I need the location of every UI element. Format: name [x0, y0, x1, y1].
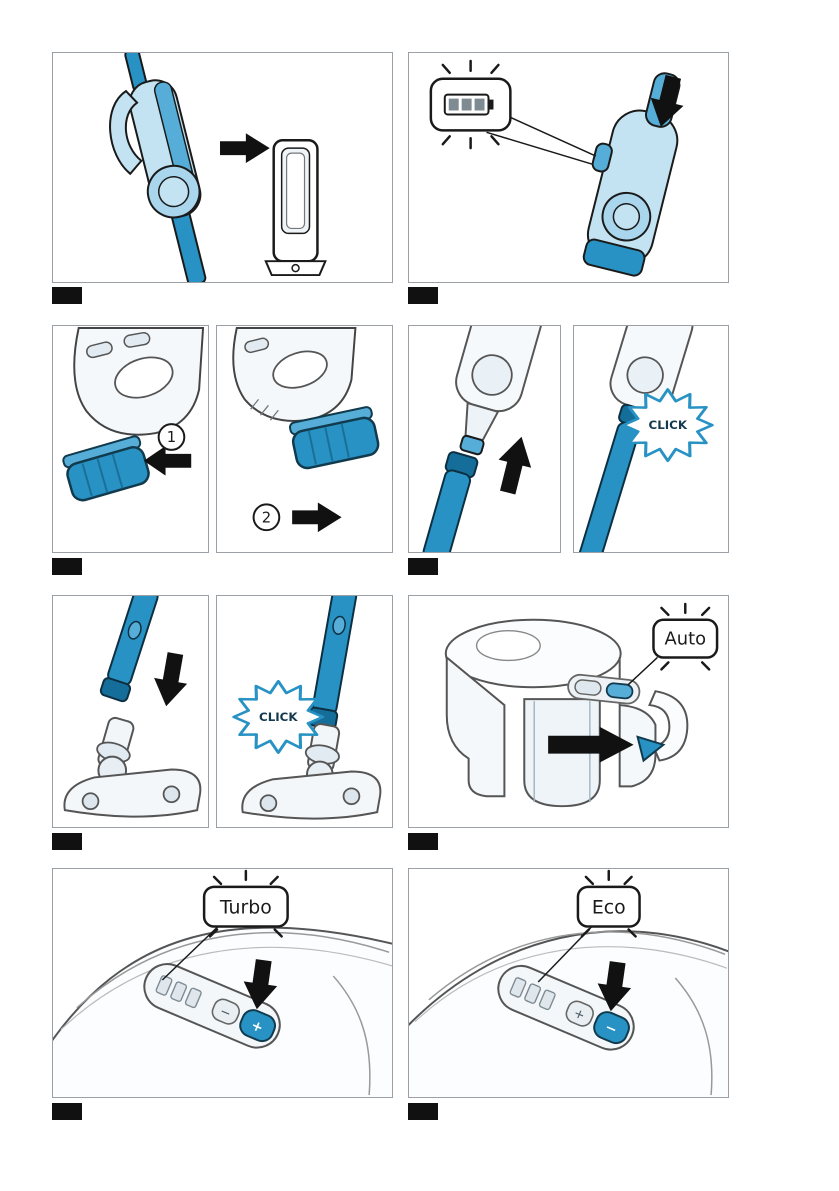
- panel-battery-indicator: [408, 52, 729, 283]
- panel-battery-release-step2: 2: [216, 325, 393, 553]
- arrow-right-icon: [220, 133, 270, 164]
- illustration-battery-indicator: [429, 59, 684, 277]
- step-badge-8: [408, 1103, 438, 1120]
- control-panel: + −: [497, 965, 635, 1051]
- handle-loop: [109, 89, 143, 176]
- battery-blink-callout: [429, 59, 597, 165]
- button-minus-active: −: [593, 1011, 630, 1045]
- click-label: CLICK: [259, 710, 298, 724]
- step-number: 2: [262, 509, 271, 526]
- illustration-battery-release-1: 1: [62, 326, 205, 502]
- turbo-blink-callout: Turbo: [161, 869, 289, 981]
- handheld-body: [73, 326, 205, 436]
- click-burst: CLICK: [232, 680, 325, 754]
- illustration-dock: [109, 53, 327, 282]
- button-plus-active: +: [239, 1009, 277, 1043]
- panel-nozzle-attach: [52, 595, 209, 828]
- handheld-body: [232, 326, 357, 422]
- panel-eco-mode: + − Eco: [408, 868, 729, 1098]
- minus-label: −: [217, 1004, 233, 1022]
- blink-rays: [208, 869, 283, 938]
- control-buttons: [567, 673, 641, 705]
- panel-battery-release-step1: 1: [52, 325, 209, 553]
- illustration-nozzle-click: CLICK: [232, 596, 382, 820]
- eco-blink-callout: Eco: [537, 869, 641, 983]
- slot-hatch: [250, 398, 279, 421]
- panel-auto-mode: Auto: [408, 595, 729, 828]
- suction-tube: [99, 596, 159, 703]
- step-circle-2: 2: [252, 503, 281, 532]
- panel-tube-click: CLICK: [573, 325, 729, 553]
- illustration-auto-mode: Auto: [444, 602, 719, 808]
- step-badge-1: [52, 287, 82, 304]
- plus-label: +: [249, 1017, 266, 1036]
- illustration-battery-release-2: 2: [232, 326, 380, 533]
- arrow-up-icon: [498, 436, 532, 495]
- click-label: CLICK: [649, 418, 688, 432]
- step-badge-2: [408, 287, 438, 304]
- panel-turbo-mode: − + Turbo: [52, 868, 393, 1098]
- step-badge-5: [52, 833, 82, 850]
- illustration-tube-click: CLICK: [577, 326, 714, 552]
- arrow-left-icon: [143, 445, 192, 476]
- button-minus: −: [211, 998, 240, 1025]
- auto-blink-callout: Auto: [627, 602, 719, 686]
- illustration-nozzle-attach: [63, 596, 202, 818]
- illustration-tube-attach: [422, 326, 543, 552]
- arrow-down-icon: [650, 74, 684, 127]
- battery-pack: [62, 435, 150, 502]
- illustration-eco-mode: + − Eco: [409, 869, 728, 1097]
- step-circle-1: 1: [157, 423, 186, 451]
- eco-label: Eco: [592, 898, 626, 919]
- control-panel: − +: [143, 963, 281, 1049]
- battery-icon: [443, 93, 494, 116]
- auto-label: Auto: [665, 629, 707, 650]
- power-trigger: [636, 735, 666, 763]
- step-badge-6: [408, 833, 438, 850]
- minus-label: −: [602, 1019, 619, 1038]
- blink-rays: [660, 602, 711, 671]
- arrow-right-icon: [292, 502, 342, 533]
- step-badge-3: [52, 558, 82, 575]
- handheld-assembled: [577, 326, 694, 552]
- blink-rays: [580, 869, 637, 938]
- panel-place-handheld-in-dock: [52, 52, 393, 283]
- arrow-down-icon: [597, 961, 632, 1012]
- turbo-label: Turbo: [219, 897, 272, 919]
- handheld-bottom: [455, 326, 543, 456]
- panel-tube-attach: [408, 325, 561, 553]
- arrow-down-icon: [243, 959, 278, 1010]
- step-badge-4: [408, 558, 438, 575]
- floor-nozzle: [63, 716, 202, 818]
- step-number: 1: [167, 429, 176, 446]
- arrow-right-icon: [548, 726, 634, 763]
- floor-nozzle: [241, 723, 382, 820]
- click-burst: CLICK: [621, 388, 714, 463]
- suction-tube: [422, 451, 479, 552]
- arrow-down-icon: [154, 652, 188, 707]
- suction-tube: [307, 596, 358, 730]
- handheld-vacuum: [109, 53, 207, 282]
- battery-pack: [288, 406, 380, 470]
- charging-dock: [264, 138, 327, 277]
- vacuum-body: [444, 618, 689, 808]
- illustration-turbo-mode: − + Turbo: [53, 869, 392, 1097]
- plus-label: +: [571, 1006, 587, 1024]
- button-plus: +: [565, 1000, 594, 1027]
- step-badge-7: [52, 1103, 82, 1120]
- blink-rays: [441, 59, 500, 150]
- panel-nozzle-click: CLICK: [216, 595, 393, 828]
